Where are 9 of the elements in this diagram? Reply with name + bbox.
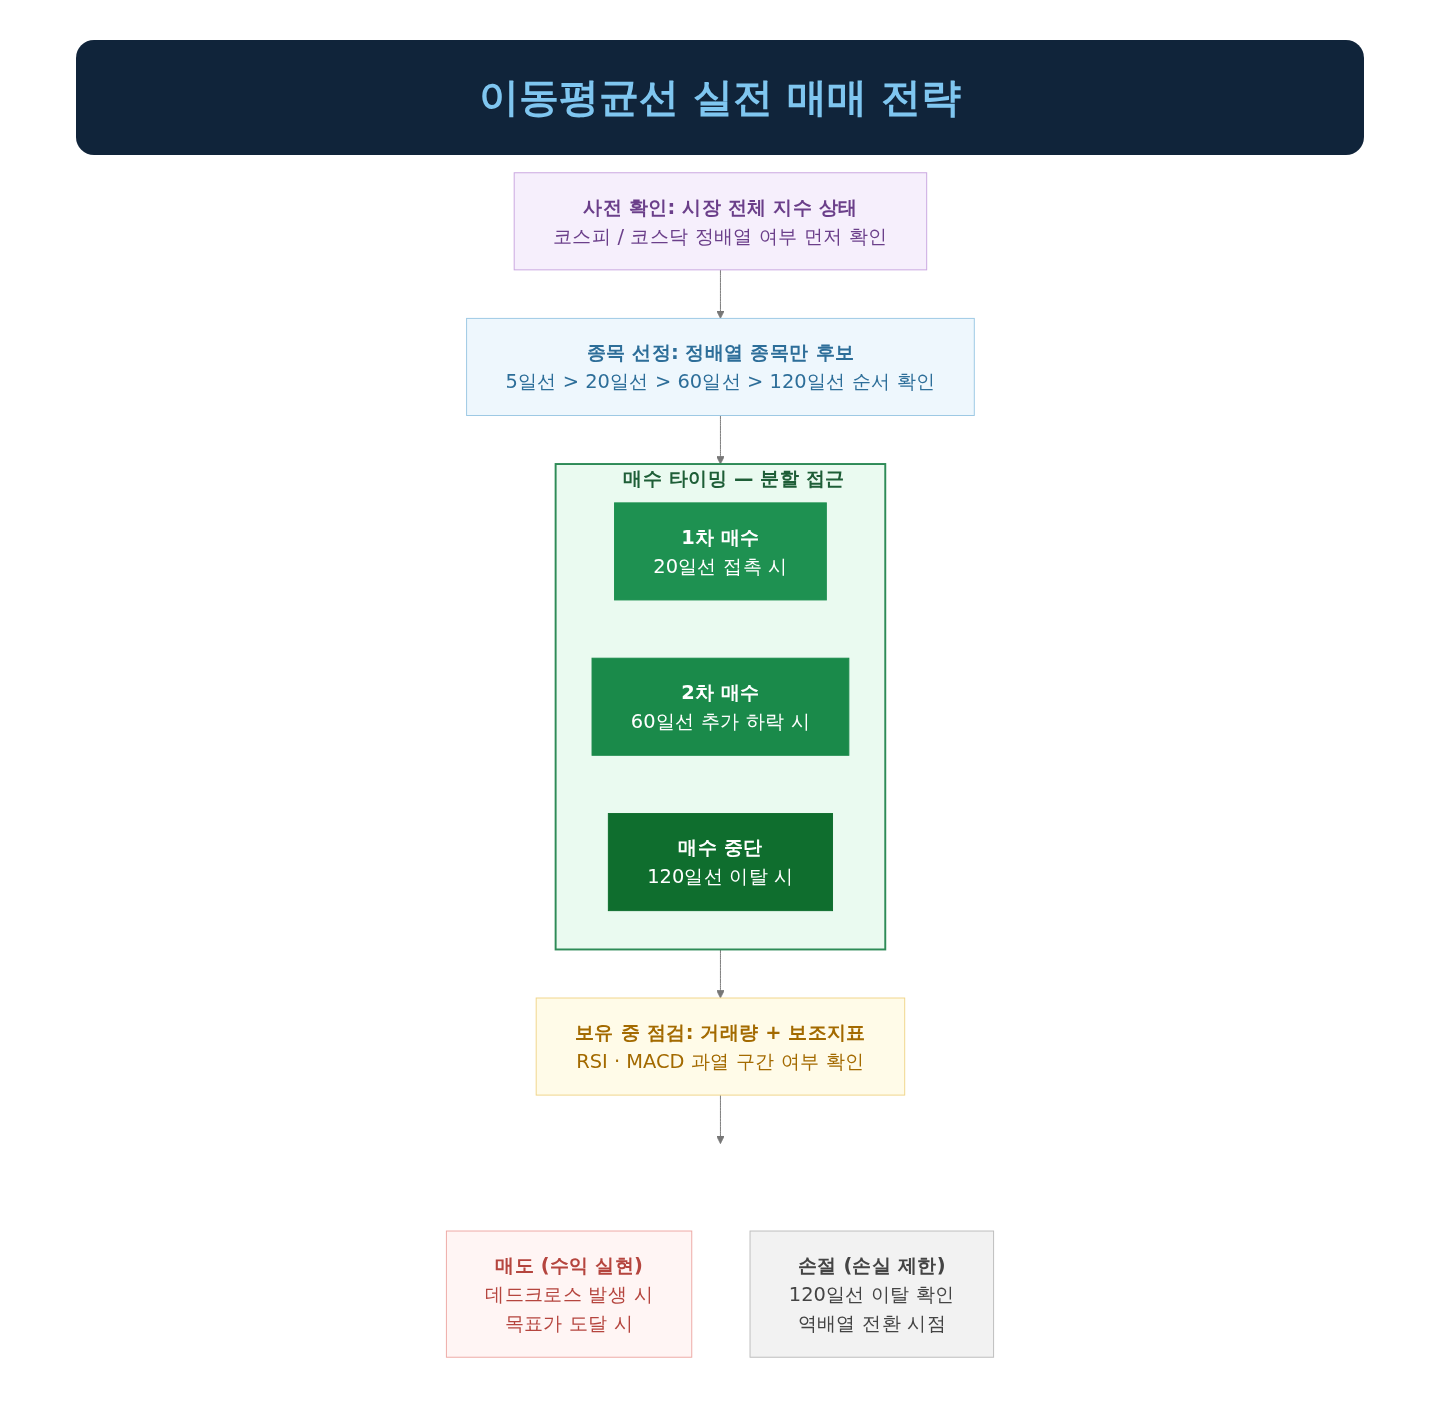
node-box: 보유 중 점검: 거래량 + 보조지표 RSI · MACD 과열 구간 여부 확인 xyxy=(535,997,906,1096)
node-box: 사전 확인: 시장 전체 지수 상태 코스피 / 코스닥 정배열 여부 먼저 확인 xyxy=(513,172,928,271)
node-box: 매도 (수익 실현) 데드크로스 발생 시 목표가 도달 시 xyxy=(445,1230,693,1358)
title-banner: 이동평균선 실전 매매 전략 xyxy=(76,40,1364,155)
node-box: 종목 선정: 정배열 종목만 후보 5일선 > 20일선 > 60일선 > 120일선 순서 확인 xyxy=(466,317,975,416)
node-box: 매수 중단 120일선 이탈 시 xyxy=(607,813,833,912)
node-box: 손절 (손실 제한) 120일선 이탈 확인 역배열 전환 시점 xyxy=(749,1230,995,1358)
node-box: 2차 매수 60일선 추가 하락 시 xyxy=(591,657,850,756)
node-box: 1차 매수 20일선 접촉 시 xyxy=(614,502,827,601)
